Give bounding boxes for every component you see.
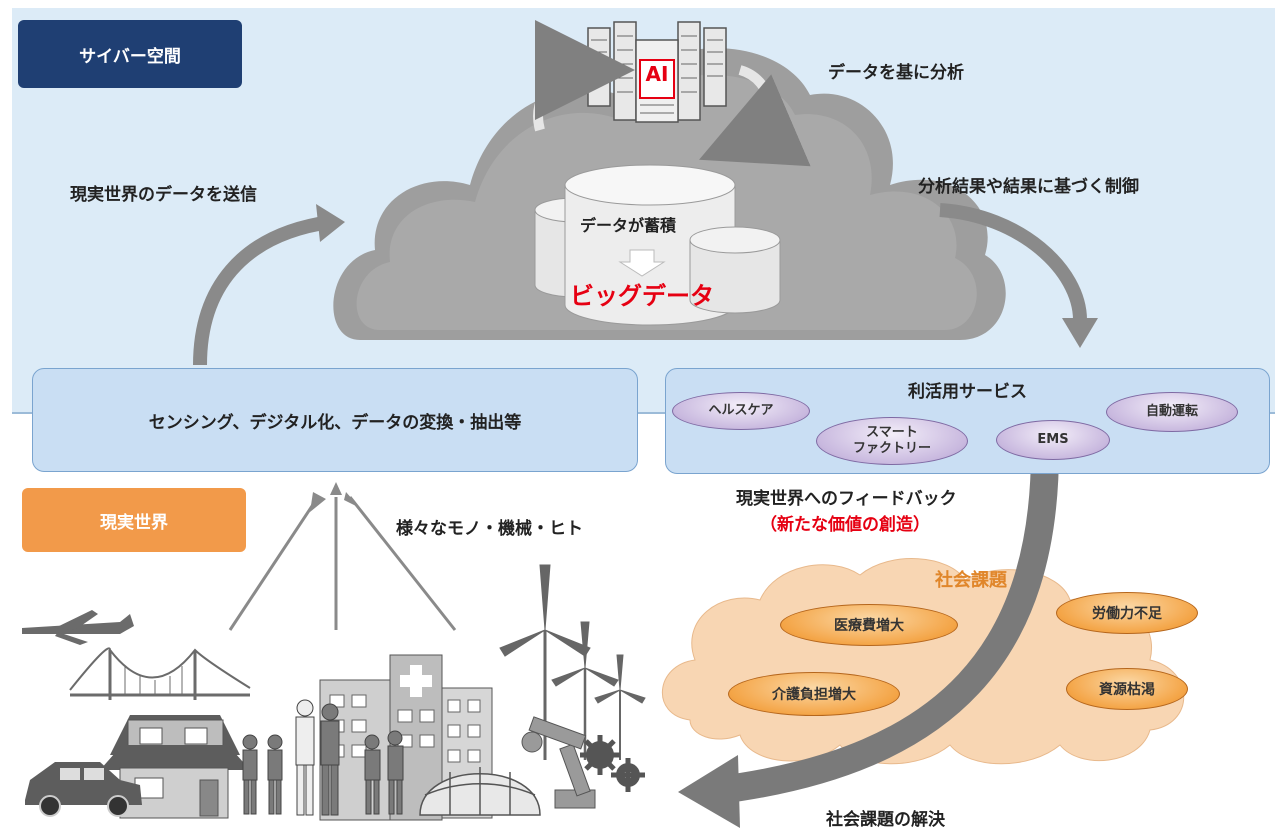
cyber-space-tag: サイバー空間 (18, 20, 242, 88)
airplane-icon (22, 610, 134, 645)
control-arrow (939, 203, 1087, 321)
service-ems: EMS (996, 420, 1110, 460)
cycle-arrow-left (533, 20, 635, 132)
gear-icon (580, 735, 645, 792)
real-world-tag: 現実世界 (22, 488, 246, 552)
wind-turbine-icon (499, 564, 646, 760)
control-label: 分析結果や結果に基づく制御 (918, 177, 1139, 197)
feedback-label: 現実世界へのフィードバック (736, 489, 957, 509)
data-accumulate-label: データが蓄積 (580, 216, 677, 235)
services-title: 利活用サービス (908, 382, 1027, 402)
issue-labor-shortage: 労働力不足 (1056, 592, 1198, 634)
big-data-label: ビッグデータ (570, 282, 714, 310)
social-solution-label: 社会課題の解決 (826, 810, 945, 830)
service-smart-factory: スマート ファクトリー (816, 417, 968, 465)
cycle-arrow-right (699, 65, 811, 167)
issue-medical-cost: 医療費増大 (780, 604, 958, 646)
feedback-arrow (718, 449, 1059, 804)
social-issues-title: 社会課題 (935, 570, 1007, 591)
robot-arm-icon (521, 716, 596, 809)
greenhouse-icon (419, 767, 541, 816)
sensing-box: センシング、デジタル化、データの変換・抽出等 (32, 368, 638, 472)
issue-resource-depletion: 資源枯渇 (1066, 668, 1188, 710)
feedback-sub-label: （新たな価値の創造） (760, 515, 930, 535)
ai-label: AI (645, 62, 669, 86)
people-icon (242, 699, 404, 816)
service-autonomous-driving: 自動運転 (1106, 392, 1238, 432)
bridge-icon (69, 647, 251, 700)
things-label: 様々なモノ・機械・ヒト (396, 519, 583, 539)
issue-nursing-burden: 介護負担増大 (728, 672, 900, 716)
database-icon (534, 164, 781, 326)
sensing-box-label: センシング、デジタル化、データの変換・抽出等 (148, 412, 522, 433)
things-arrows (228, 496, 457, 631)
send-data-label: 現実世界のデータを送信 (70, 185, 257, 205)
house-icon (100, 715, 250, 819)
analyze-label: データを基に分析 (828, 63, 964, 83)
service-healthcare: ヘルスケア (672, 392, 810, 430)
send-arrow (193, 215, 332, 366)
car-icon (25, 762, 142, 817)
